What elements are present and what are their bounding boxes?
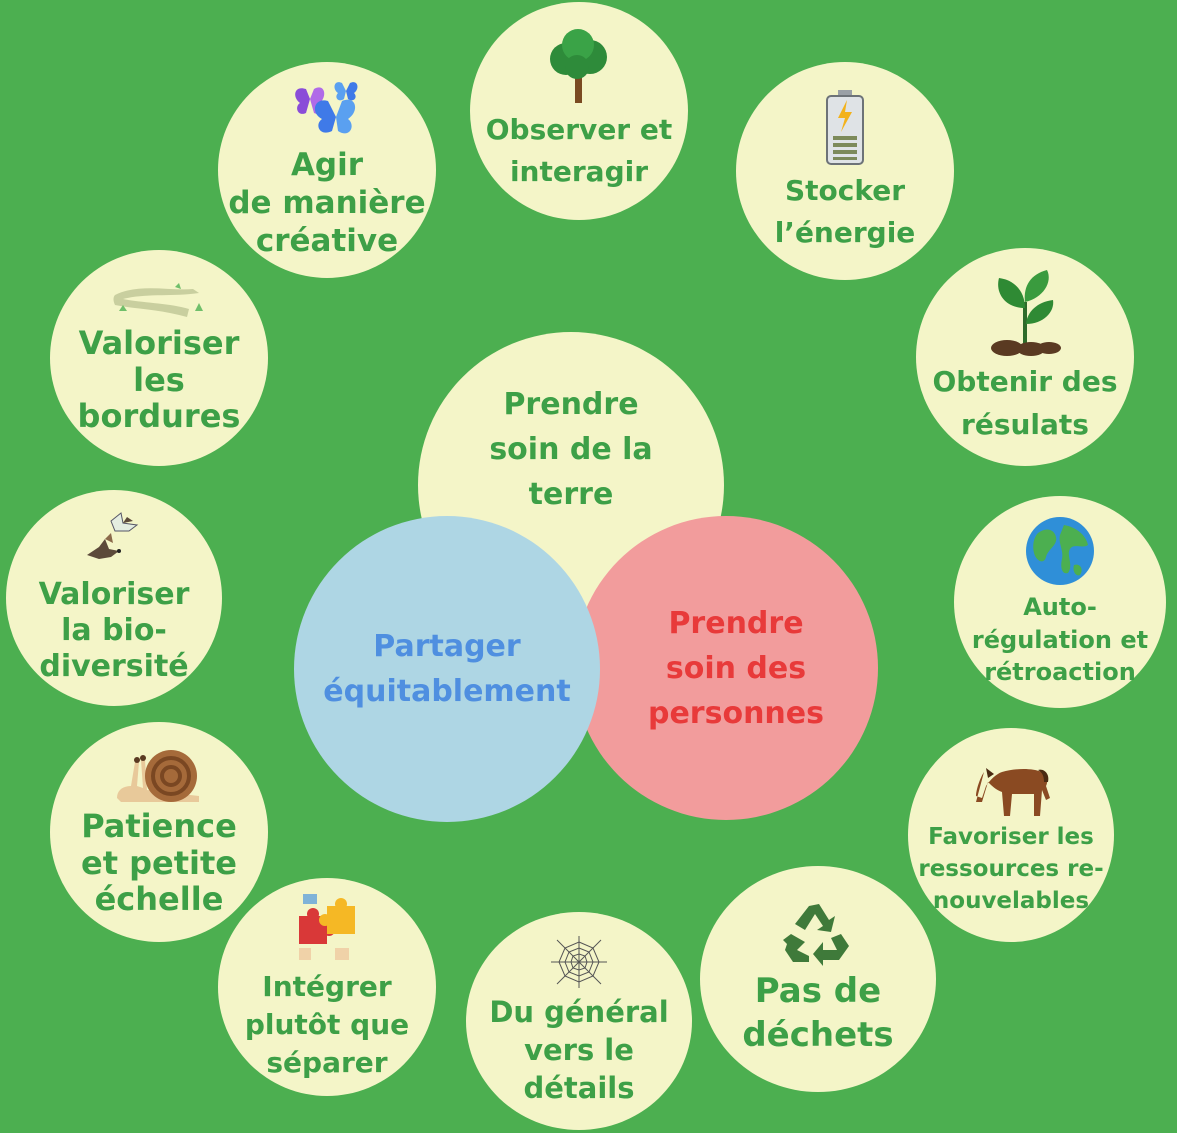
- principle-diversity: Valoriser la bio- diversité: [6, 490, 222, 706]
- birds-icon: [87, 512, 139, 559]
- principle-label: Stocker l’énergie: [774, 174, 916, 249]
- principle-label: Favoriser les ressources re- nouvelables: [918, 824, 1104, 914]
- battery-icon: [826, 90, 864, 165]
- recycle-icon: [783, 904, 849, 967]
- earth-care-label: Prendre soin de la terre: [489, 387, 653, 512]
- principle-observe: Observer et interagir: [470, 2, 688, 220]
- principle-label: Intégrer plutôt que séparer: [244, 970, 410, 1079]
- principle-label: Agir de manière créative: [228, 147, 426, 259]
- people-care-circle: Prendre soin des personnes: [574, 516, 878, 820]
- puzzle-icon: [299, 894, 355, 961]
- principle-no-waste: Pas de déchets: [700, 866, 936, 1092]
- principle-label: Patience et petite échelle: [80, 806, 237, 919]
- horse-icon: [976, 768, 1050, 817]
- principle-edges: Valoriser les bordures: [50, 250, 268, 466]
- fair-share-circle: Partager équitablement: [294, 516, 600, 822]
- people-care-label: Prendre soin des personnes: [647, 605, 824, 731]
- butterfly-icon: [295, 82, 358, 134]
- principle-label: Pas de déchets: [742, 971, 894, 1055]
- tree-icon: [550, 29, 607, 103]
- principle-label: Valoriser les bordures: [77, 323, 241, 436]
- principle-creative: Agir de manière créative: [218, 62, 436, 278]
- principle-label: Observer et interagir: [485, 113, 673, 188]
- principle-label: Valoriser la bio- diversité: [38, 577, 190, 684]
- globe-icon: [1026, 517, 1094, 586]
- spiderweb-icon: [551, 936, 607, 989]
- principle-slow-small: Patience et petite échelle: [50, 722, 268, 942]
- principle-integrate: Intégrer plutôt que séparer: [218, 878, 436, 1096]
- snail-icon: [117, 749, 199, 802]
- principle-label: Du général vers le détails: [489, 995, 669, 1105]
- path-icon: [113, 282, 203, 317]
- principle-patterns-to-details: Du général vers le détails: [466, 912, 692, 1130]
- principle-renewables: Favoriser les ressources re- nouvelables: [908, 728, 1114, 942]
- principle-self-regulation: Auto- régulation et rétroaction: [954, 496, 1166, 708]
- sprout-icon: [991, 269, 1061, 356]
- fair-share-label: Partager équitablement: [323, 629, 571, 709]
- principle-store-energy: Stocker l’énergie: [736, 62, 954, 280]
- principle-label: Auto- régulation et rétroaction: [971, 593, 1149, 687]
- principle-label: Obtenir des résulats: [932, 364, 1118, 441]
- principle-obtain-yield: Obtenir des résulats: [916, 248, 1134, 466]
